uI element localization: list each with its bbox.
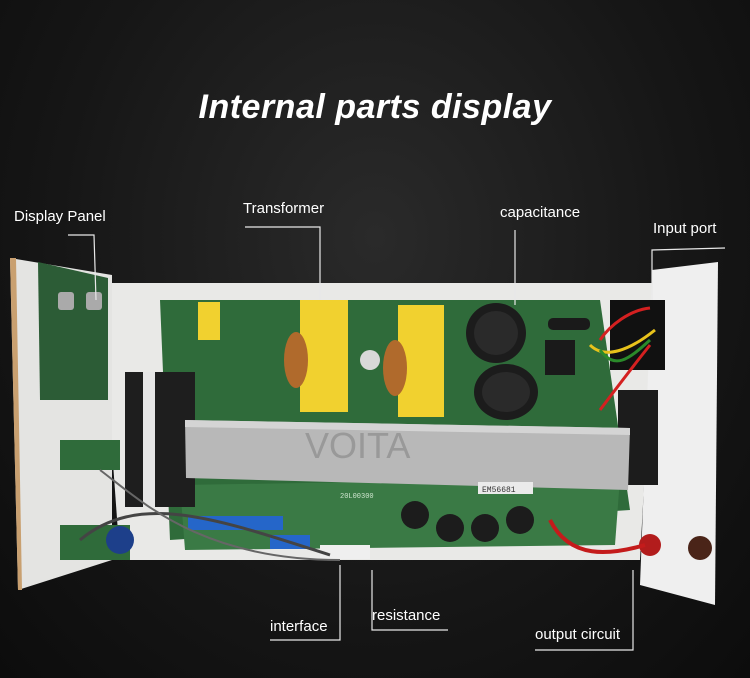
small-capacitor [471,514,499,542]
transformer-line [245,226,321,300]
small-capacitor [401,501,429,529]
heatsink [185,420,630,490]
transformer-left [300,300,348,412]
knob-icon [106,526,134,554]
chip-code: EM56681 [482,486,516,495]
input-port-line [651,247,726,300]
small-capacitor [436,514,464,542]
small-transformer [198,302,220,340]
output-circuit-line [535,570,634,651]
input-port-label: Input port [653,220,717,237]
interface-label: interface [270,618,328,635]
capacitance-label: capacitance [500,204,581,221]
small-capacitor [506,506,534,534]
page-title: Internal parts display [198,88,552,126]
watermark: VOITA [305,425,410,466]
display-panel-label: Display Panel [14,208,106,225]
display-panel-line [68,234,97,301]
output-circuit-label: output circuit [535,626,621,643]
resistance-line [371,570,448,631]
front-fan [125,372,195,507]
resistance-label: resistance [372,607,441,624]
output-terminal-red [639,534,661,556]
output-terminal-dark [688,536,712,560]
transformer-label: Transformer [243,200,325,217]
board-code: 20L00300 [340,493,374,501]
interface-socket [320,545,370,559]
display-panel-board [38,262,108,400]
interface-line [270,565,341,641]
